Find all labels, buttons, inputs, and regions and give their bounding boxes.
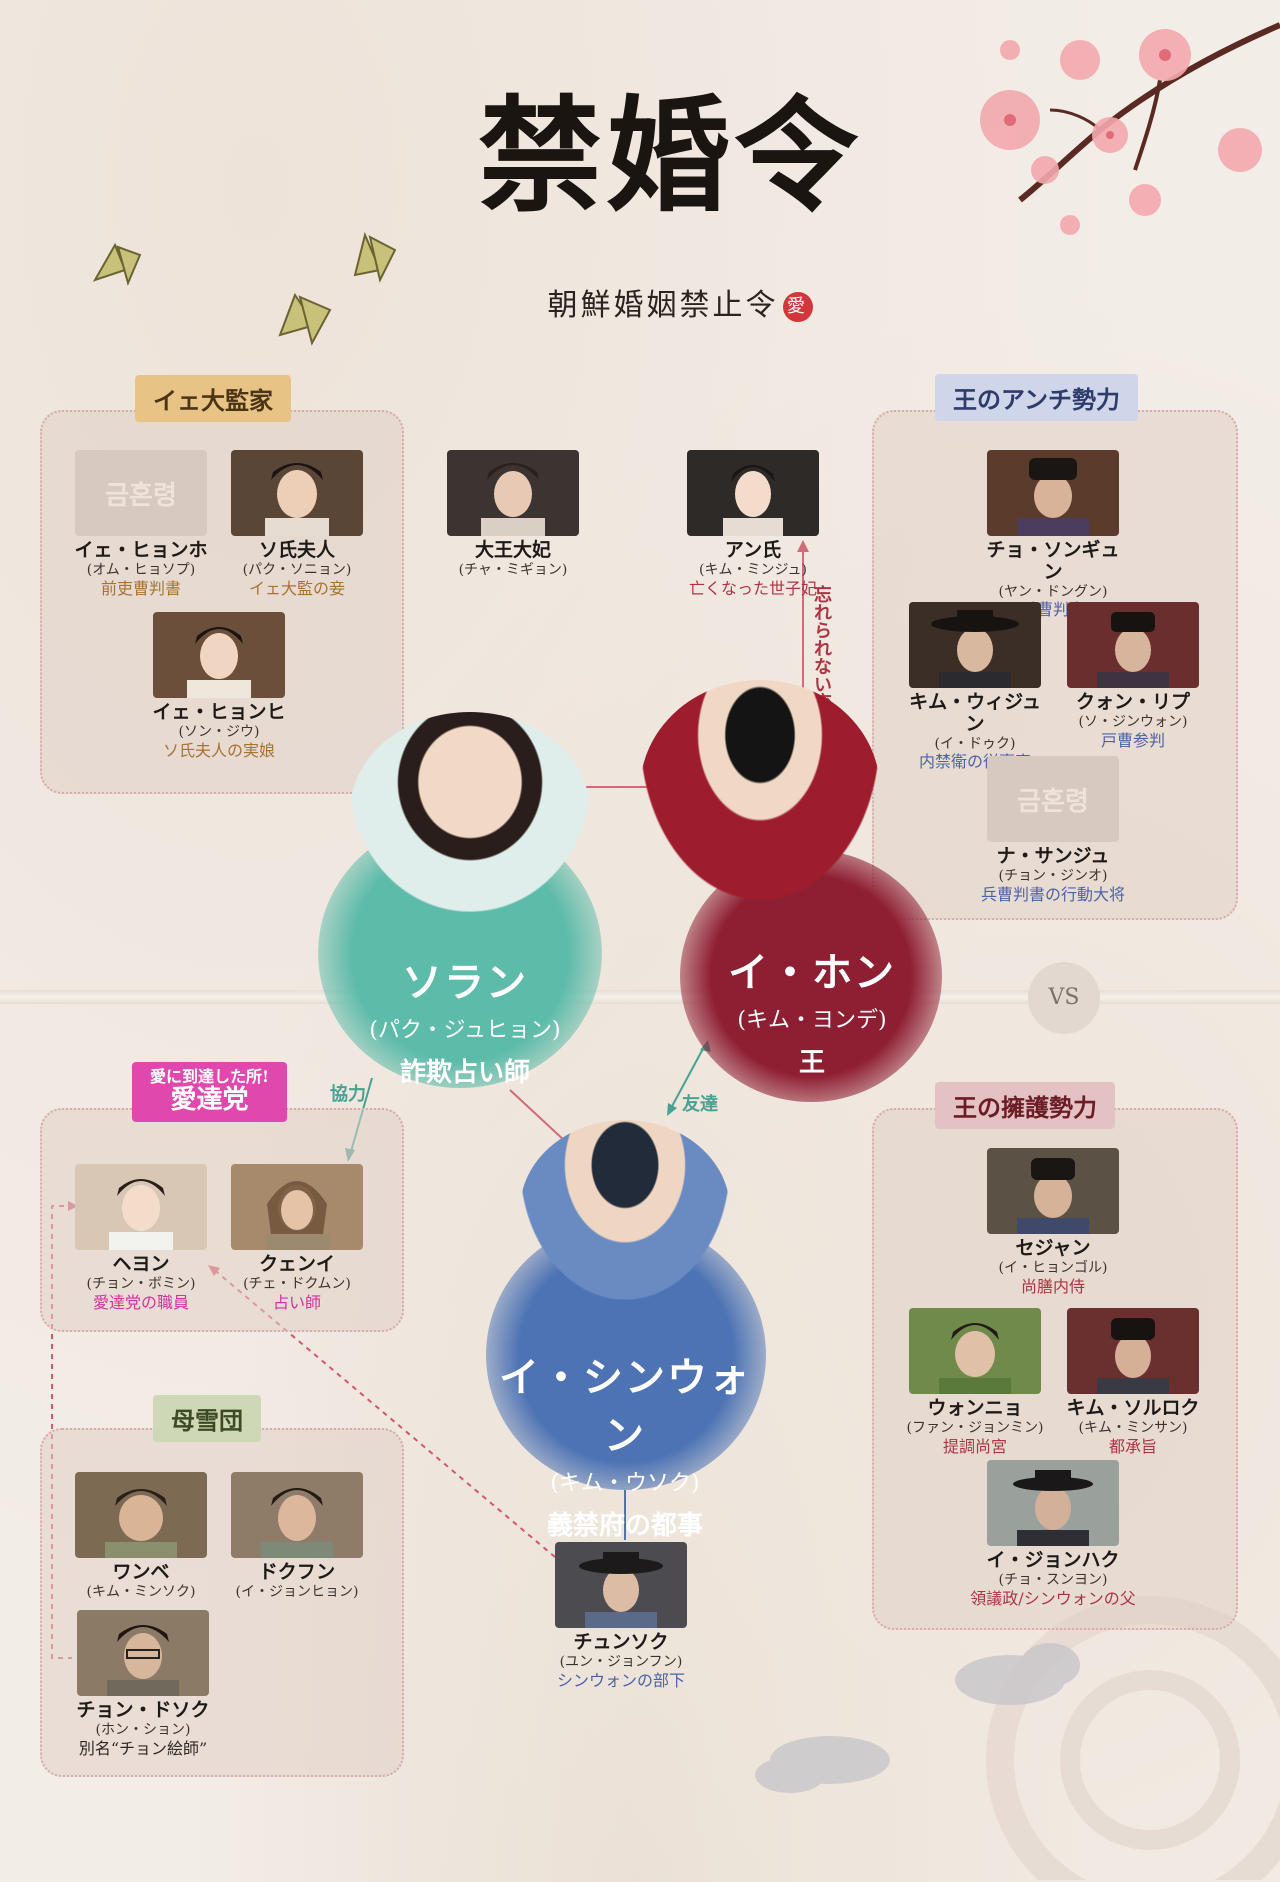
person-ye-hyonho: 금혼령 イェ・ヒョンホ (オム・ヒョソプ) 前吏曹判書 (66, 450, 216, 599)
person-heyon: ヘヨン (チョン・ボミン) 愛達党の職員 (66, 1164, 216, 1313)
photo (231, 1472, 363, 1558)
cherry-blossom-decoration (980, 22, 1280, 235)
versus-badge: VS (1028, 962, 1100, 1034)
drama-subtitle: 朝鮮婚姻禁止令愛 (520, 280, 840, 324)
group-ye-family-label: イェ大監家 (135, 375, 291, 422)
lead-ihon-actor: (キム・ヨンデ) (737, 1008, 887, 1033)
group-pro-king-label: 王の擁護勢力 (935, 1082, 1115, 1129)
photo (909, 1308, 1041, 1394)
photo (77, 1610, 209, 1696)
photo (75, 1472, 207, 1558)
drama-title: 禁婚令 (477, 84, 862, 229)
photo (1067, 602, 1199, 688)
person-na-sanju: 금혼령 ナ・サンジュ (チョン・ジンオ) 兵曹判書の行動大将 (978, 756, 1128, 905)
photo-placeholder: 금혼령 (987, 756, 1119, 842)
group-bosetsu-label: 母雪団 (153, 1395, 261, 1442)
photo-placeholder: 금혼령 (75, 450, 207, 536)
person-daiwang-daebi: 大王大妃 (チャ・ミギョン) (438, 450, 588, 579)
lead-shinwon-role: 義禁府の都事 (546, 1511, 703, 1541)
person-kuenui: クェンイ (チェ・ドクムン) 占い師 (222, 1164, 372, 1313)
person-chunsoku: チュンソク (ユン・ジョンフン) シンウォンの部下 (546, 1542, 696, 1691)
lead-soran-role: 詐欺占い師 (399, 1058, 530, 1088)
person-dokufun: ドクフン (イ・ジョンヒョン) (222, 1472, 372, 1601)
person-i-jonhaku: イ・ジョンハク (チョ・スンヨン) 領議政/シンウォンの父 (970, 1460, 1136, 1609)
person-ye-hyonhi: イェ・ヒョンヒ (ソン・ジウ) ソ氏夫人の実娘 (144, 612, 294, 761)
person-wonnyo: ウォンニョ (ファン・ジョンミン) 提調尚宮 (900, 1308, 1050, 1457)
photo (987, 450, 1119, 536)
lead-shinwon-name: イ・シンウォン (499, 1354, 751, 1459)
lead-ihon: イ・ホン (キム・ヨンデ) 王 (700, 940, 924, 1079)
photo (231, 1164, 363, 1250)
photo (909, 602, 1041, 688)
photo (75, 1164, 207, 1250)
photo (231, 450, 363, 536)
photo (987, 1460, 1119, 1546)
lead-soran: ソラン (パク・ジュヒョン) 詐欺占い師 (360, 950, 570, 1089)
person-wanbe: ワンベ (キム・ミンソク) (66, 1472, 216, 1601)
relation-forgotten-love: 忘れられない恋 (811, 585, 832, 711)
photo (555, 1542, 687, 1628)
photo (153, 612, 285, 698)
photo (1067, 1308, 1199, 1394)
person-so-fujin: ソ氏夫人 (パク・ソニョン) イェ大監の妾 (222, 450, 372, 599)
person-chon-dokuson: チョン・ドソク (ホン・ション) 別名“チョン絵師” (68, 1610, 218, 1759)
person-kim-uijun: キム・ウィジュン (イ・ドゥク) 内禁衛の従事官 (900, 602, 1050, 773)
section-divider (0, 990, 1280, 1004)
relation-friend: 友達 (682, 1094, 718, 1115)
photo (447, 450, 579, 536)
photo (987, 1148, 1119, 1234)
love-seal-icon: 愛 (782, 292, 813, 322)
group-aidal-label: 愛に到達した所! 愛達党 (132, 1062, 288, 1123)
shinwon-portrait (520, 1120, 730, 1300)
lead-ihon-name: イ・ホン (728, 949, 896, 996)
lead-shinwon-actor: (キム・ウソク) (550, 1471, 700, 1496)
ihon-portrait (640, 680, 880, 900)
soran-portrait (350, 712, 590, 912)
lead-soran-name: ソラン (402, 959, 528, 1006)
photo (687, 450, 819, 536)
butterfly-decoration (92, 231, 397, 346)
lead-ihon-role: 王 (798, 1048, 825, 1078)
person-kwon-ribu: クォン・リプ (ソ・ジンウォン) 戸曹参判 (1058, 602, 1208, 751)
person-kim-sorroku: キム・ソルロク (キム・ミンサン) 都承旨 (1058, 1308, 1208, 1457)
lead-shinwon: イ・シンウォン (キム・ウソク) 義禁府の都事 (490, 1345, 760, 1542)
group-anti-king-label: 王のアンチ勢力 (935, 374, 1139, 421)
lead-soran-actor: (パク・ジュヒョン) (369, 1018, 561, 1043)
person-cho-songyun: チョ・ソンギュン (ヤン・ドングン) 兵曹判書 (978, 450, 1128, 621)
person-an-shi: アン氏 (キム・ミンジュ) 亡くなった世子妃 (678, 450, 828, 599)
relation-cooperation: 協力 (330, 1084, 366, 1105)
person-sejan: セジャン (イ・ヒョンゴル) 尚膳内侍 (978, 1148, 1128, 1297)
